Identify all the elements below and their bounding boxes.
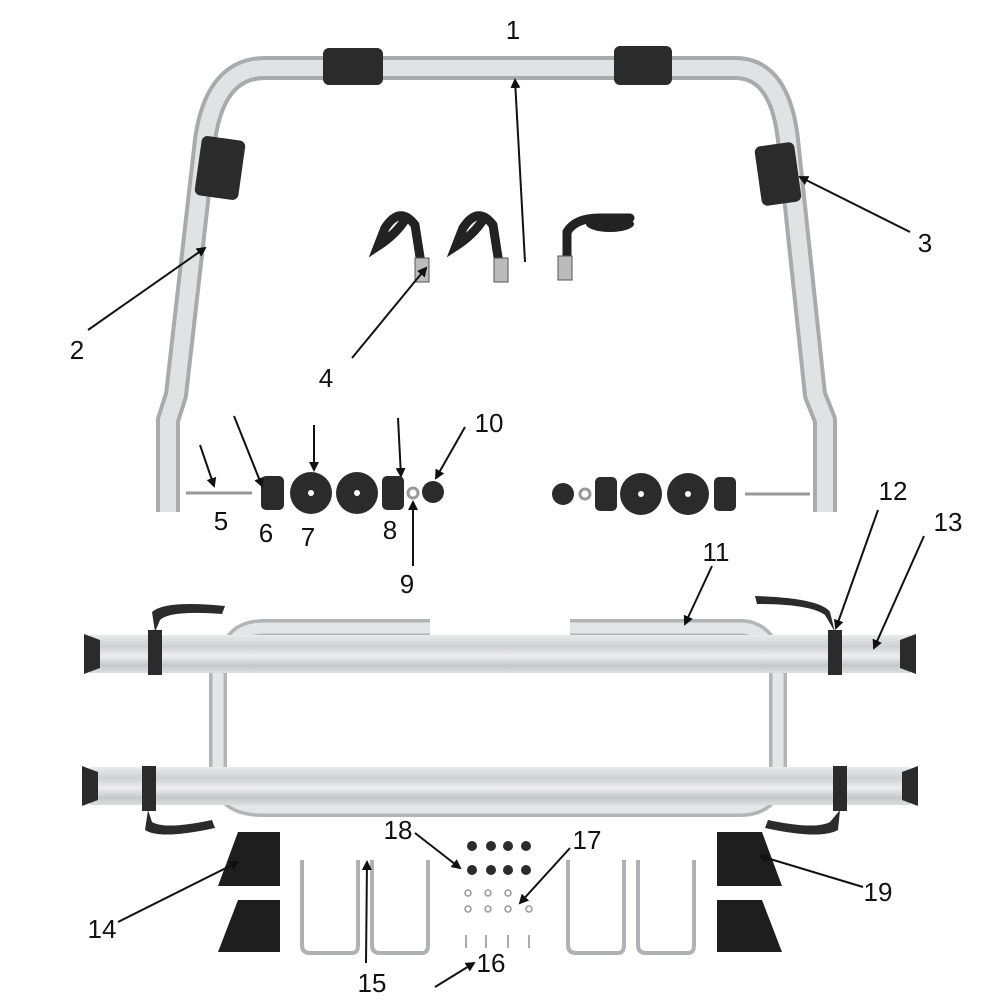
mounting-plates (218, 832, 782, 952)
top-frame (156, 46, 837, 512)
label-11: 11 (702, 537, 730, 567)
label-5: 5 (213, 506, 229, 536)
label-7: 7 (300, 522, 316, 552)
label-16: 16 (476, 948, 506, 978)
label-8: 8 (382, 515, 398, 545)
label-18: 18 (383, 815, 413, 845)
label-14: 14 (87, 914, 117, 944)
label-3: 3 (917, 228, 933, 258)
label-15: 15 (357, 968, 387, 998)
label-2: 2 (69, 335, 85, 365)
label-13: 13 (933, 507, 963, 537)
left-hardware (186, 472, 444, 514)
foam-pad-icon (614, 46, 672, 85)
label-17: 17 (572, 825, 602, 855)
label-19: 19 (863, 877, 893, 907)
wheel-rails (82, 596, 918, 835)
label-9: 9 (399, 569, 415, 599)
label-6: 6 (258, 518, 274, 548)
label-12: 12 (878, 476, 908, 506)
small-hardware (464, 841, 533, 948)
foam-pad-icon (194, 136, 246, 200)
label-4: 4 (318, 363, 334, 393)
label-10: 10 (474, 408, 504, 438)
label-1: 1 (505, 15, 521, 45)
foam-pad-icon (754, 142, 802, 206)
foam-pad-icon (323, 48, 383, 85)
right-hardware (552, 473, 810, 515)
u-bolts (300, 860, 696, 955)
buckle-straps (368, 211, 635, 283)
leader-lines (87, 78, 925, 988)
